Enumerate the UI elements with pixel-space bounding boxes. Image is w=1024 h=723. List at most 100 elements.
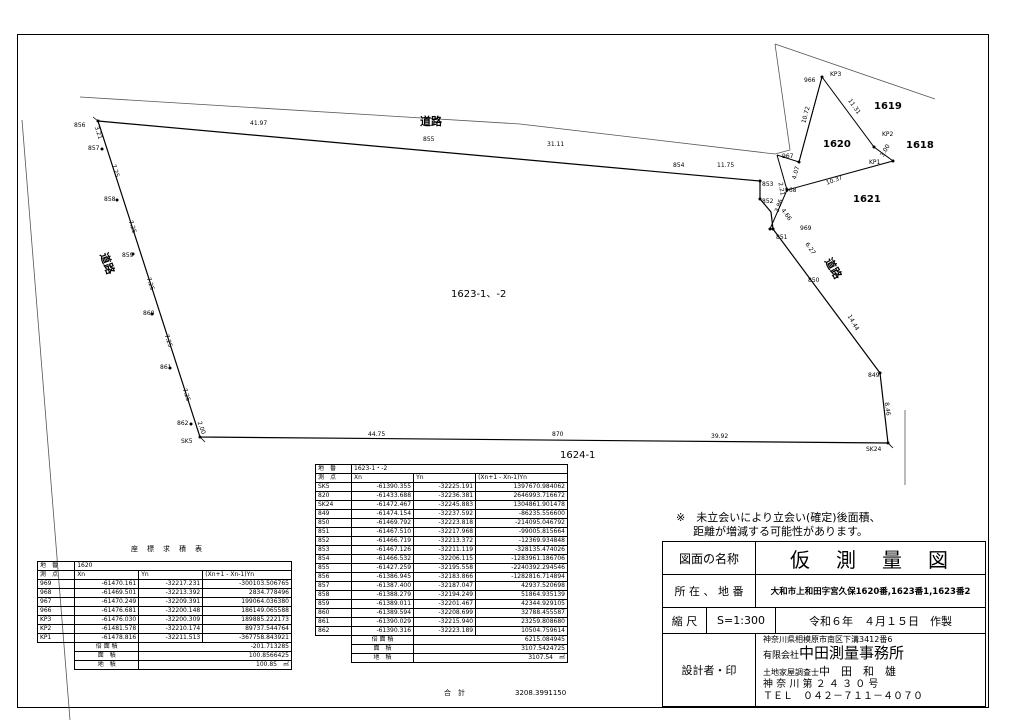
table-cell: -61469.792 (351, 518, 415, 528)
table-row: KP1-61478.816-32211.513-367758.843921 (36, 633, 292, 643)
drawing-name-label: 図面の名称 (663, 542, 756, 574)
table-cell: -32194.249 (413, 590, 477, 600)
parcel-1620-inner (776, 76, 823, 163)
point-label: 968 (785, 187, 797, 194)
table-cell: -32225.191 (413, 482, 477, 492)
sum-label: 地 積 (351, 653, 415, 663)
table-row: 853-61467.126-32211.119-328135.474026 (314, 545, 568, 555)
table-cell: -61481.578 (74, 624, 140, 634)
table-cell: 2834.778496 (202, 588, 292, 598)
point-label: 850 (808, 277, 820, 284)
table-cell: 10504.759614 (475, 626, 568, 636)
table-cell: 51864.935139 (475, 590, 568, 600)
telephone: ＴＥＬ ０４２－７１１－４０７０ (763, 691, 923, 702)
table-cell: -32217.968 (413, 527, 477, 537)
table-cell: -61390.316 (351, 626, 415, 636)
table-cell: 854 (314, 554, 353, 564)
table-cell: -32236.381 (413, 491, 477, 501)
table-header-cell: 測 点 (314, 473, 353, 483)
table-cell: -61467.126 (351, 545, 415, 555)
distance-label: 8.46 (882, 401, 892, 417)
location-value: 大和市上和田字宮久保1620番,1623番1,1623番2 (770, 587, 971, 597)
point-label: SK5 (181, 438, 193, 445)
table-row: 849-61474.154-32237.592-86235.556600 (314, 509, 568, 519)
table-cell: -61476.681 (74, 606, 140, 616)
table-cell: -32213.392 (138, 588, 204, 598)
table-cell: 1620 (74, 561, 292, 571)
table-cell: 969 (36, 579, 76, 589)
point-label: 862 (177, 420, 189, 427)
table-cell: KP2 (36, 624, 76, 634)
table-header-cell: Yn (138, 570, 204, 580)
table-cell: 地 番 (314, 464, 353, 474)
surveyor-prefix: 土地家屋調査士 (763, 668, 819, 677)
point-label: 870 (552, 431, 564, 438)
point-label: 858 (104, 196, 116, 203)
table-cell: 860 (314, 608, 353, 618)
table-cell: -61387.400 (351, 581, 415, 591)
point-label: 855 (423, 136, 435, 143)
sum-label: 倍 面 積 (74, 642, 140, 652)
table-cell: 地 番 (36, 561, 76, 571)
table-cell: -1283961.186706 (475, 554, 568, 564)
table-cell: 2646993.716672 (475, 491, 568, 501)
table-cell: 32788.455587 (475, 608, 568, 618)
sum-label: 面 積 (351, 644, 415, 654)
drawing-name-value: 仮 測 量 図 (790, 547, 951, 572)
table-cell: 968 (36, 588, 76, 598)
table-header-cell: Xn (74, 570, 140, 580)
table-cell: -61466.719 (351, 536, 415, 546)
point-label: 857 (88, 145, 100, 152)
table-cell: 1304861.901478 (475, 500, 568, 510)
table-sum-row: 倍 面 積-201.713285 (38, 642, 292, 652)
table-cell: 862 (314, 626, 353, 636)
sum-value: 100.85 ㎡ (138, 660, 292, 670)
distance-label: 41.97 (250, 120, 268, 127)
total-value: 3208.3991150 (515, 689, 567, 697)
table-cell: 858 (314, 590, 353, 600)
lot-label-1620: 1620 (823, 139, 851, 150)
table1-title: 座 標 求 積 表 (131, 545, 203, 553)
lot-label-1621: 1621 (853, 194, 881, 205)
point-label: 967 (782, 153, 794, 160)
sum-value: 3107.5424725 (413, 644, 568, 654)
table-cell (38, 652, 75, 661)
table-cell: 966 (36, 606, 76, 616)
note-line-2: 距離が増減する可能性があります。 (693, 525, 868, 538)
table-header-cell: (Xn+1 - Xn-1)Yn (202, 570, 292, 580)
sum-value: 6215.084945 (413, 635, 568, 645)
distance-label: 2.21 (776, 181, 786, 197)
table-cell: -99005.815664 (475, 527, 568, 537)
table-cell: -61427.259 (351, 563, 415, 573)
point-label: 969 (800, 225, 812, 232)
table-cell: -61474.154 (351, 509, 415, 519)
table-cell: -214095.046792 (475, 518, 568, 528)
designer-label: 設計者・印 (663, 634, 756, 706)
lot-label-1619: 1619 (874, 101, 902, 112)
table-cell: 857 (314, 581, 353, 591)
table-cell: -32237.592 (413, 509, 477, 519)
table-row: 850-61469.792-32223.818-214095.046792 (314, 518, 568, 528)
parcel-boundary-1623 (97, 120, 889, 444)
table-cell: -61478.816 (74, 633, 140, 643)
road-edge-right-top (774, 43, 936, 100)
table-cell: 23259.808680 (475, 617, 568, 627)
table-cell: 859 (314, 599, 353, 609)
table-cell: -61433.688 (351, 491, 415, 501)
table-cell: -61390.355 (351, 482, 415, 492)
point-label: 966 (804, 77, 816, 84)
sum-value: -201.713285 (138, 642, 292, 652)
point-label: KP2 (882, 131, 894, 138)
title-block: 図面の名称 仮 測 量 図 所 在 、 地 番 大和市上和田字宮久保1620番,… (662, 541, 986, 707)
road-edge-top (79, 43, 791, 155)
